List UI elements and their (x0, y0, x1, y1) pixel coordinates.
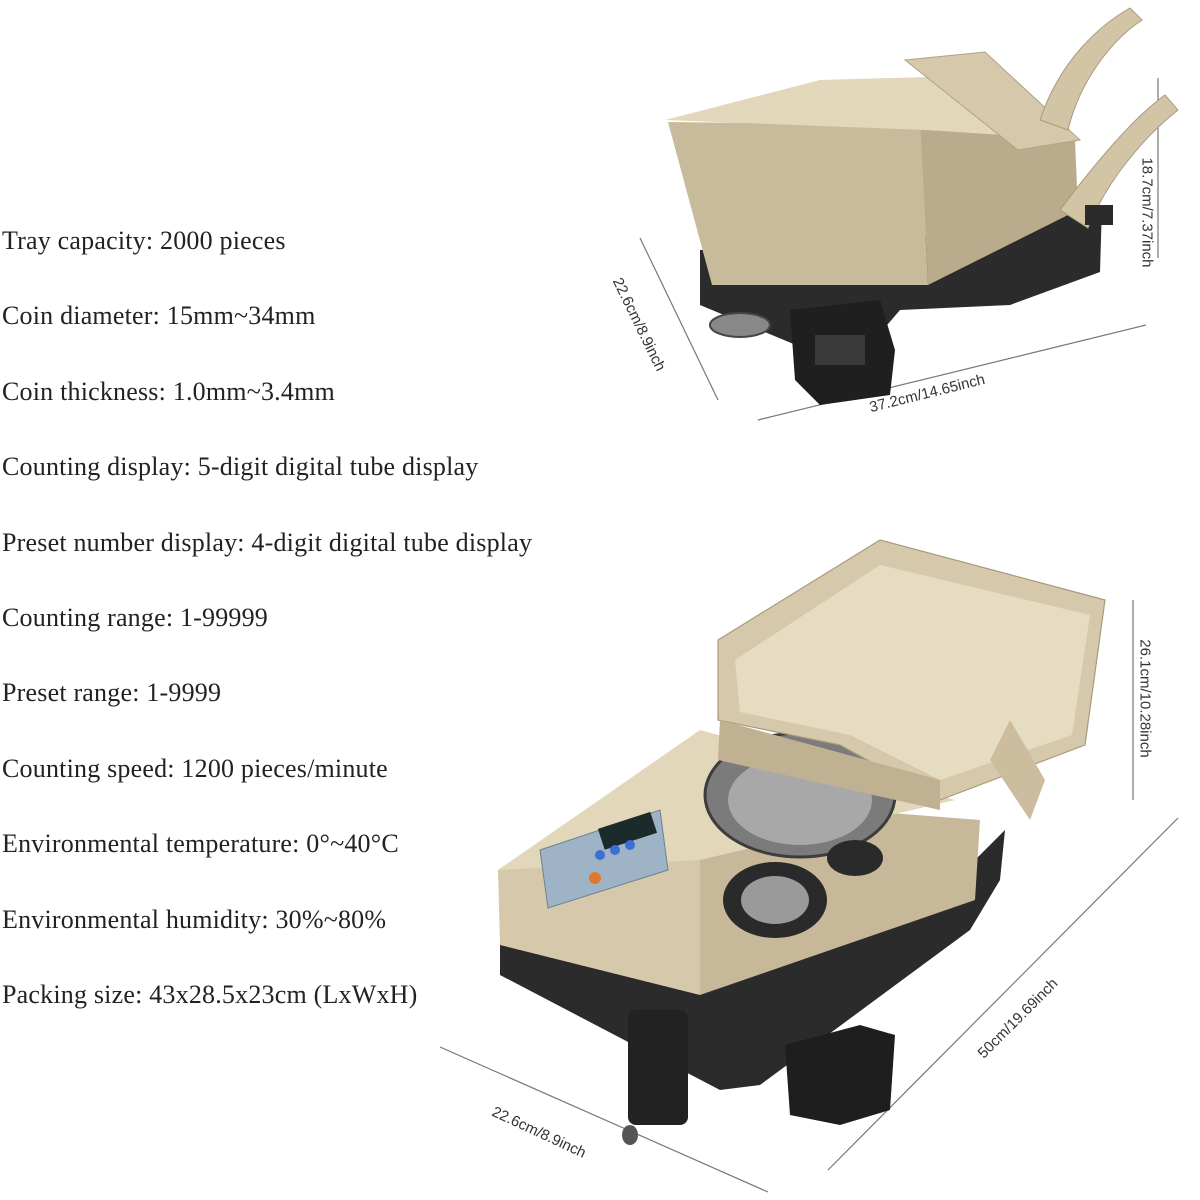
dim-label-top-height: 18.7cm/7.37inch (1138, 157, 1156, 268)
tray-support (990, 720, 1045, 820)
chute-knob (622, 1125, 638, 1145)
dim-label-bottom-height: 26.1cm/10.28inch (1136, 639, 1154, 758)
handle-rear (1039, 7, 1143, 131)
panel-button (595, 850, 605, 860)
body-side-right (920, 125, 1078, 285)
spec-packing-size: Packing size: 43x28.5x23cm (LxWxH) (2, 979, 418, 1009)
coin-counter-closed-image (639, 7, 1179, 421)
body-side-left (668, 122, 928, 285)
dim-line-bottom-width (827, 817, 1179, 1171)
spec-coin-thickness: Coin thickness: 1.0mm~3.4mm (2, 376, 335, 406)
tray-front-lip (718, 720, 940, 810)
spec-counting-display: Counting display: 5-digit digital tube d… (2, 452, 479, 482)
hopper-slot (815, 335, 865, 365)
tray-inner (735, 565, 1090, 780)
spec-counting-range: Counting range: 1-99999 (2, 602, 269, 632)
size-dial-face (741, 876, 809, 924)
start-button (589, 872, 601, 884)
spec-environmental-temperature: Environmental temperature: 0°~40°C (2, 829, 399, 859)
spec-preset-display: Preset number display: 4-digit digital t… (2, 527, 533, 557)
coin-bin (785, 1025, 895, 1125)
spec-preset-range: Preset range: 1-9999 (2, 678, 222, 708)
chute-ring (709, 312, 771, 338)
spec-list: Tray capacity: 2000 pieces Coin diameter… (2, 226, 533, 1057)
dim-line-bottom-depth (439, 1046, 769, 1193)
handle-clip (1085, 205, 1113, 225)
panel-button (610, 845, 620, 855)
spec-environmental-humidity: Environmental humidity: 30%~80% (2, 904, 387, 934)
handle-front (1059, 94, 1179, 229)
thickness-dial (827, 840, 883, 876)
lid-flap (903, 51, 1082, 151)
panel-button (625, 840, 635, 850)
spec-tray-capacity: Tray capacity: 2000 pieces (2, 226, 286, 255)
dim-line-top-depth (639, 237, 719, 401)
spec-coin-diameter: Coin diameter: 15mm~34mm (2, 301, 316, 331)
digital-display (597, 811, 658, 850)
coin-counter-open-image (439, 539, 1179, 1193)
coin-chute-tube (628, 1010, 688, 1125)
spec-counting-speed: Counting speed: 1200 pieces/minute (2, 753, 388, 783)
